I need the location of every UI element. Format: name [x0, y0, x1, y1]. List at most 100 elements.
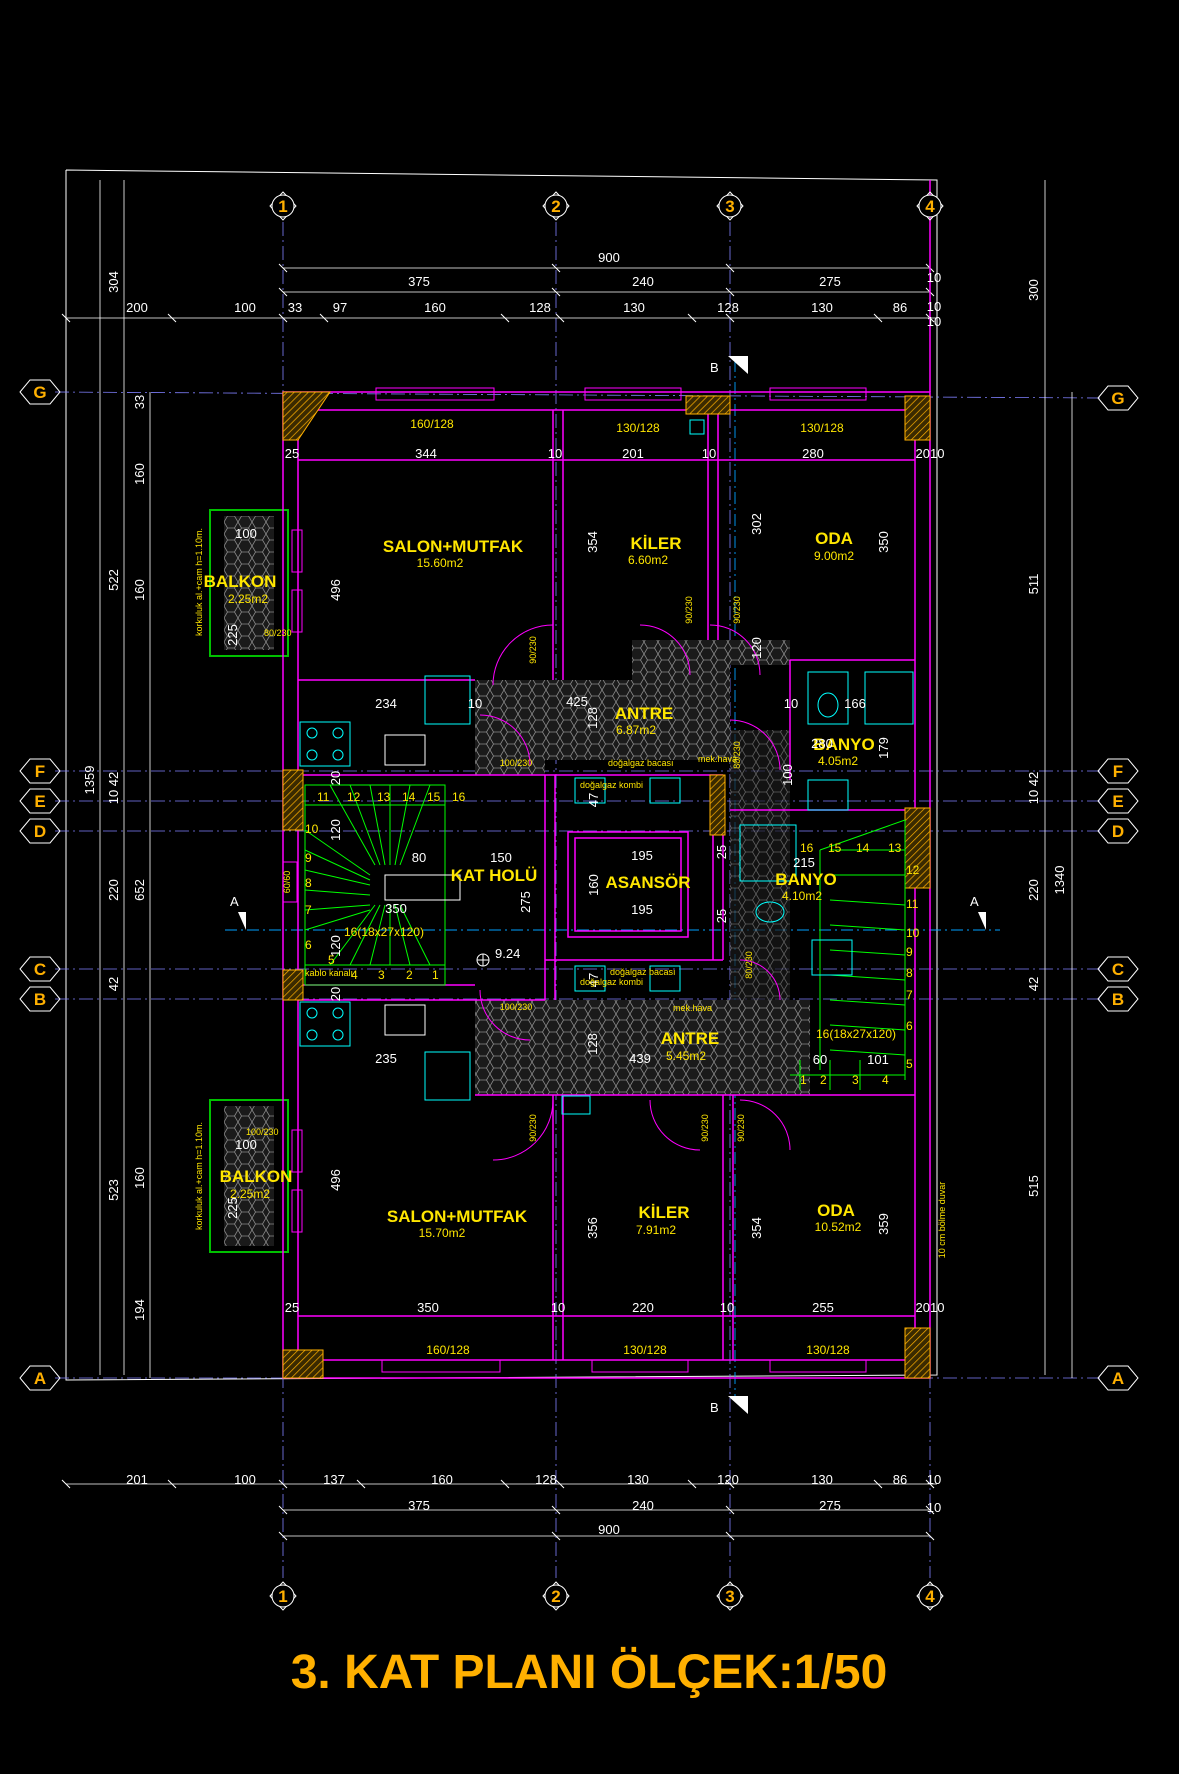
svg-text:120: 120 [749, 637, 764, 659]
svg-text:240: 240 [632, 1498, 654, 1513]
svg-text:652: 652 [132, 879, 147, 901]
svg-text:160: 160 [132, 1167, 147, 1189]
axis-bubble-G-left: G [19, 379, 61, 405]
axis-bubble-G-right: G [1097, 385, 1139, 411]
axis-label: 3 [725, 197, 734, 216]
svg-text:2.25m2: 2.25m2 [230, 1187, 270, 1201]
svg-text:160/128: 160/128 [410, 417, 454, 431]
svg-text:7.91m2: 7.91m2 [636, 1223, 676, 1237]
svg-text:160: 160 [132, 463, 147, 485]
svg-text:255: 255 [812, 1300, 834, 1315]
svg-text:100/230: 100/230 [246, 1127, 279, 1137]
svg-text:130: 130 [627, 1472, 649, 1487]
svg-text:10: 10 [720, 1300, 734, 1315]
door-labels: 90/230 90/230 90/230 100/230 80/230 100/… [246, 596, 754, 1142]
right-dimensions: 1340 300 511 10 42 220 42 515 [1026, 279, 1067, 1197]
svg-text:12: 12 [347, 790, 361, 804]
svg-text:160: 160 [431, 1472, 453, 1487]
svg-text:14: 14 [856, 841, 870, 855]
svg-text:220: 220 [1026, 879, 1041, 901]
svg-text:4.10m2: 4.10m2 [782, 889, 822, 903]
svg-text:150: 150 [490, 850, 512, 865]
svg-text:6: 6 [305, 938, 312, 952]
svg-text:4: 4 [351, 968, 358, 982]
svg-text:235: 235 [375, 1051, 397, 1066]
svg-text:D: D [1112, 822, 1124, 841]
svg-text:A: A [1112, 1369, 1124, 1388]
svg-text:86: 86 [893, 300, 907, 315]
svg-text:90/230: 90/230 [736, 1114, 746, 1142]
svg-text:G: G [33, 383, 46, 402]
svg-text:80/230: 80/230 [732, 741, 742, 769]
svg-text:10: 10 [548, 446, 562, 461]
room-oda-upper: ODA 9.00m2 [814, 529, 854, 563]
svg-text:350: 350 [876, 531, 891, 553]
svg-text:201: 201 [126, 1472, 148, 1487]
section-mark-B-top: B [710, 356, 748, 375]
room-kiler-lower: KİLER 7.91m2 [636, 1203, 690, 1237]
svg-text:225: 225 [225, 1197, 240, 1219]
svg-text:90/230: 90/230 [732, 596, 742, 624]
walls [282, 180, 931, 1379]
interior-dimensions: 25 344 10 201 10 280 2010 25 350 10 220 … [225, 446, 944, 1315]
svg-text:25: 25 [714, 909, 729, 923]
svg-text:356: 356 [585, 1217, 600, 1239]
svg-text:9: 9 [906, 945, 913, 959]
svg-text:166: 166 [844, 696, 866, 711]
svg-text:130: 130 [623, 300, 645, 315]
svg-text:100: 100 [234, 300, 256, 315]
svg-text:10 42: 10 42 [106, 772, 121, 805]
svg-text:D: D [34, 822, 46, 841]
svg-text:korkuluk al.+cam h=1.10m.: korkuluk al.+cam h=1.10m. [194, 528, 204, 636]
svg-text:120: 120 [328, 819, 343, 841]
svg-text:375: 375 [408, 1498, 430, 1513]
svg-text:5: 5 [906, 1057, 913, 1071]
axis-bubble-3-top: 3 [716, 191, 744, 221]
svg-text:33: 33 [288, 300, 302, 315]
svg-text:15.70m2: 15.70m2 [419, 1226, 466, 1240]
svg-text:522: 522 [106, 569, 121, 591]
svg-text:33: 33 [132, 395, 147, 409]
svg-text:275: 275 [518, 891, 533, 913]
svg-text:60/60: 60/60 [282, 871, 292, 894]
svg-text:900: 900 [598, 250, 620, 265]
svg-text:128: 128 [585, 1033, 600, 1055]
svg-text:10: 10 [468, 696, 482, 711]
svg-text:280: 280 [811, 736, 833, 751]
section-mark-B-bottom: B [710, 1396, 748, 1415]
svg-text:90/230: 90/230 [528, 1114, 538, 1142]
svg-text:ODA: ODA [815, 529, 853, 548]
svg-text:359: 359 [876, 1213, 891, 1235]
svg-text:16: 16 [452, 790, 466, 804]
svg-text:mek.hava: mek.hava [698, 754, 737, 764]
svg-text:195: 195 [631, 902, 653, 917]
svg-text:KİLER: KİLER [639, 1203, 690, 1222]
svg-text:BANYO: BANYO [813, 735, 874, 754]
room-antre-lower: ANTRE 5.45m2 [661, 1029, 720, 1063]
svg-text:8: 8 [906, 966, 913, 980]
svg-text:120: 120 [717, 1472, 739, 1487]
svg-text:100/230: 100/230 [500, 1002, 533, 1012]
axis-bubble-1-top: 1 [269, 191, 297, 221]
svg-text:7: 7 [305, 903, 312, 917]
svg-text:100/230: 100/230 [500, 758, 533, 768]
svg-text:6: 6 [906, 1019, 913, 1033]
svg-text:3: 3 [378, 968, 385, 982]
svg-text:90/230: 90/230 [684, 596, 694, 624]
left-dimensions: 1359 304 522 10 42 220 652 42 523 194 33… [82, 271, 147, 1321]
svg-text:80/230: 80/230 [264, 628, 292, 638]
svg-text:160/128: 160/128 [426, 1343, 470, 1357]
svg-text:47: 47 [586, 793, 601, 807]
svg-text:B: B [1112, 990, 1124, 1009]
svg-text:10: 10 [551, 1300, 565, 1315]
svg-text:25: 25 [714, 845, 729, 859]
svg-text:302: 302 [749, 513, 764, 535]
svg-text:350: 350 [417, 1300, 439, 1315]
room-kat-holu: KAT HOLÜ [451, 866, 538, 885]
axis-label: 1 [278, 197, 287, 216]
axis-bubble-F-right: F [1097, 758, 1139, 784]
svg-text:KAT HOLÜ: KAT HOLÜ [451, 866, 538, 885]
svg-text:275: 275 [819, 274, 841, 289]
svg-text:B: B [710, 1400, 719, 1415]
